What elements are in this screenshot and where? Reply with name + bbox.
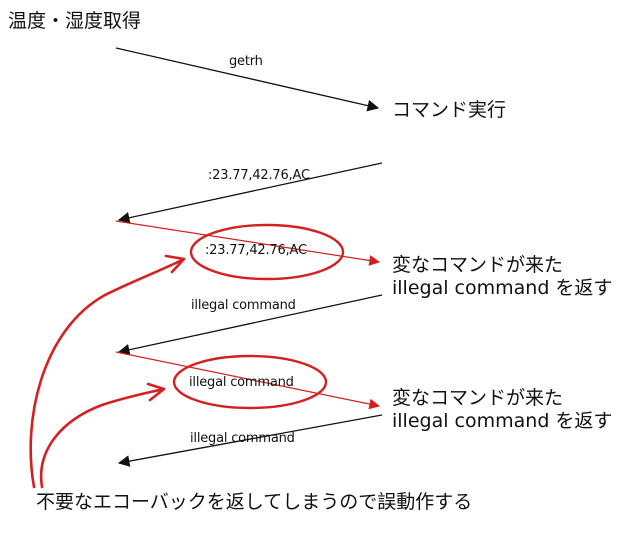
illegal-command-label-1: illegal command [191,298,296,313]
response-arrow [117,162,383,224]
response-label: :23.77,42.76,AC [208,168,310,183]
strange-command-label-1: 変なコマンドが来た [392,254,564,276]
diagram-title: 温度・湿度取得 [8,10,142,32]
illegal-command-arrow-1 [117,294,383,356]
illegal-command-label-2: illegal command [190,431,295,446]
getrh-arrow [115,47,380,112]
echo-highlight-ellipse-2 [172,354,328,410]
curved-pointer-arrowhead-1 [164,254,186,274]
strange-command-label-2: 変なコマンドが来た [392,387,564,409]
echo-highlight-ellipse-1 [189,223,345,281]
echo-illegal-label: illegal command [189,375,294,390]
curved-pointer-arrow-1 [29,257,186,489]
footer-note: 不要なエコーバックを返してしまうので誤動作する [36,491,473,513]
echo-response-label: :23.77,42.76,AC [205,243,307,258]
curved-pointer-arrow-2 [39,387,166,489]
return-illegal-label-1: illegal command を返す [392,277,613,299]
curved-pointer-arrowhead-2 [146,382,166,402]
echo-response-arrow [115,220,381,266]
echo-illegal-arrow [115,351,381,410]
return-illegal-label-2: illegal command を返す [392,410,613,432]
illegal-command-arrow-2 [117,414,383,467]
command-execute-label: コマンド実行 [392,99,507,121]
getrh-label: getrh [229,54,263,69]
